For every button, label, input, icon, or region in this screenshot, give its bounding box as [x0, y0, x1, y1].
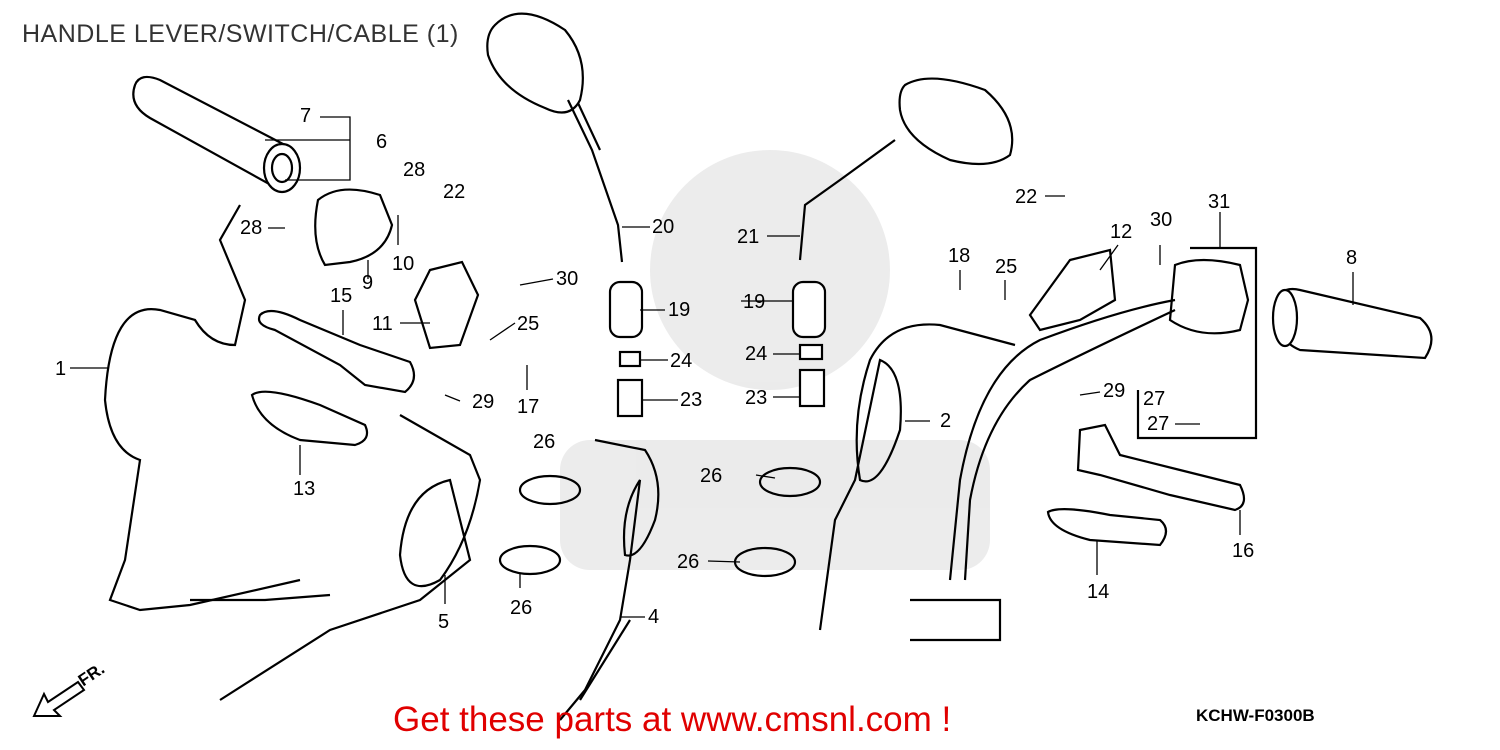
cable-1 — [103, 204, 301, 612]
lever-perch-right — [1028, 248, 1117, 332]
mirror-left — [486, 12, 624, 263]
callout-18: 18 — [948, 245, 970, 267]
callout-6: 6 — [376, 131, 387, 153]
callout-14: 14 — [1087, 581, 1109, 603]
callout-26a: 26 — [533, 431, 555, 453]
lever-perch-left — [413, 260, 480, 350]
mirror-right — [798, 77, 1014, 261]
callout-15: 15 — [330, 285, 352, 307]
callout-2: 2 — [940, 410, 951, 432]
callout-9: 9 — [362, 272, 373, 294]
callout-8: 8 — [1346, 247, 1357, 269]
mirror-boot-right — [791, 280, 827, 339]
leader-lines — [70, 116, 1354, 618]
callout-29a: 29 — [472, 391, 494, 413]
grip-cover-left — [250, 390, 369, 447]
callout-20: 20 — [652, 216, 674, 238]
diagram-code: KCHW-F0300B — [1196, 706, 1315, 725]
grip-cover-right — [1046, 508, 1168, 547]
callout-26b: 26 — [700, 465, 722, 487]
nut-left — [618, 350, 642, 368]
clamp-3 — [758, 466, 822, 498]
grip-right — [1271, 287, 1433, 360]
adapter-right — [798, 368, 826, 408]
nut-right — [798, 343, 824, 361]
switch-housing-right — [1168, 258, 1250, 335]
clamp-2 — [498, 544, 562, 576]
cable-4 — [559, 438, 660, 721]
cable-5 — [219, 414, 482, 701]
callout-5: 5 — [438, 611, 449, 633]
callout-19b: 19 — [743, 291, 765, 313]
callout-24a: 24 — [670, 350, 692, 372]
callout-30a: 30 — [556, 268, 578, 290]
callout-4: 4 — [648, 606, 659, 628]
callout-25a: 25 — [517, 313, 539, 335]
clamp-1 — [518, 474, 582, 506]
callout-labels: 1 2 4 5 6 7 8 9 10 11 12 13 14 15 16 17 … — [55, 105, 1357, 633]
callout-13: 13 — [293, 478, 315, 500]
callout-27a: 27 — [1143, 388, 1165, 410]
switch-harness — [948, 298, 1176, 581]
callout-1: 1 — [55, 358, 66, 380]
callout-22b: 22 — [1015, 186, 1037, 208]
callout-11: 11 — [372, 313, 393, 335]
lever-right — [1076, 423, 1246, 512]
callout-19a: 19 — [668, 299, 690, 321]
watermark-logo — [560, 150, 990, 570]
callout-27b: 27 — [1147, 413, 1169, 435]
callout-7: 7 — [300, 105, 311, 127]
cable-2 — [818, 323, 1016, 631]
callout-21: 21 — [737, 226, 759, 248]
diagram-title: HANDLE LEVER/SWITCH/CABLE (1) — [22, 20, 459, 48]
callout-10: 10 — [392, 253, 414, 275]
callout-31: 31 — [1208, 191, 1230, 213]
callout-26d: 26 — [510, 597, 532, 619]
callout-28b: 28 — [240, 217, 262, 239]
callout-23b: 23 — [745, 387, 767, 409]
throttle-grip — [132, 75, 302, 194]
callout-28a: 28 — [403, 159, 425, 181]
callout-12: 12 — [1110, 221, 1132, 243]
callout-24b: 24 — [745, 343, 767, 365]
promo-text: Get these parts at www.cmsnl.com ! — [393, 700, 952, 739]
callout-22a: 22 — [443, 181, 465, 203]
mirror-boot-left — [608, 280, 644, 339]
callout-16: 16 — [1232, 540, 1254, 562]
throttle-housing — [314, 188, 394, 267]
adapter-left — [616, 378, 644, 418]
lever-left — [257, 309, 416, 394]
callout-25b: 25 — [995, 256, 1017, 278]
callout-29b: 29 — [1103, 380, 1125, 402]
callout-30b: 30 — [1150, 209, 1172, 231]
callout-17: 17 — [517, 396, 539, 418]
front-arrow-icon — [32, 680, 86, 717]
callout-23a: 23 — [680, 389, 702, 411]
callout-26c: 26 — [677, 551, 699, 573]
